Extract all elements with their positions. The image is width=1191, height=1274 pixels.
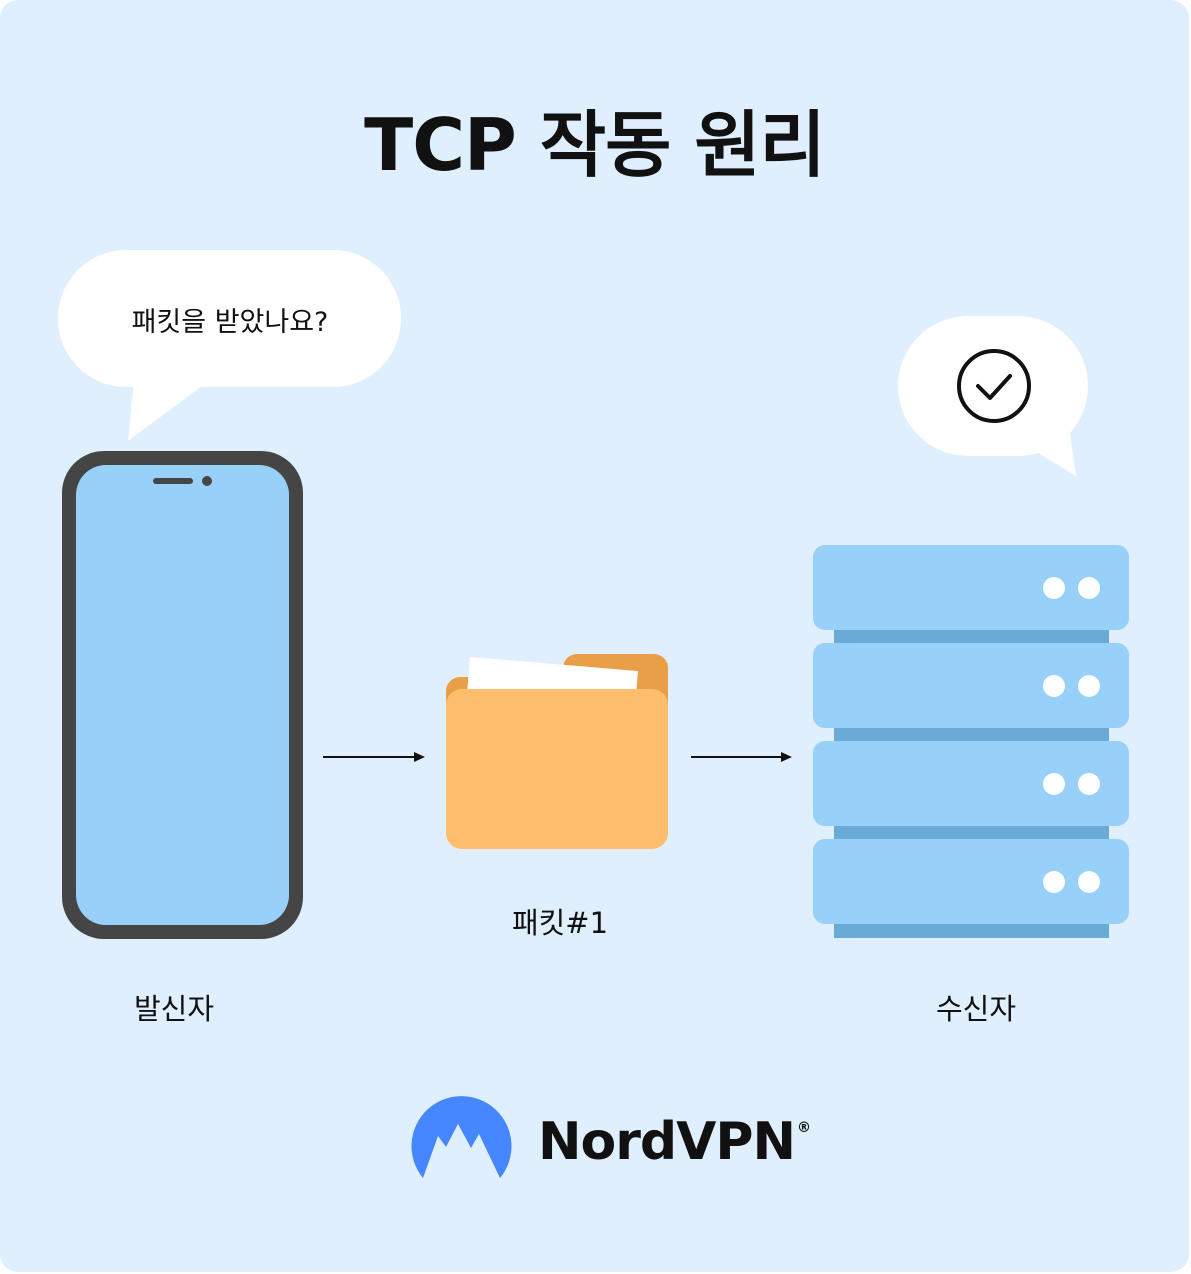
- server-icon: [813, 545, 1129, 938]
- receiver-label: 수신자: [935, 992, 1017, 1026]
- sender-bubble-text: 패킷을 받았나요?: [131, 307, 329, 338]
- sender-speech-bubble: [58, 250, 401, 441]
- packet-label: 패킷#1: [511, 906, 609, 940]
- nordvpn-logo-icon: [411, 1096, 512, 1178]
- page-title: TCP 작동 원리: [364, 103, 826, 187]
- sender-label: 발신자: [133, 992, 215, 1026]
- arrow-phone-to-packet: [323, 752, 425, 762]
- phone-icon: [62, 451, 303, 939]
- folder-icon: [446, 654, 668, 849]
- brand-name: NordVPN: [538, 1112, 796, 1172]
- checkmark-circle-icon: [957, 349, 1031, 423]
- registered-mark: ®: [797, 1120, 811, 1136]
- receiver-speech-bubble: [898, 316, 1088, 476]
- arrow-packet-to-server: [691, 752, 792, 762]
- brand-wordmark: NordVPN®: [538, 1112, 811, 1172]
